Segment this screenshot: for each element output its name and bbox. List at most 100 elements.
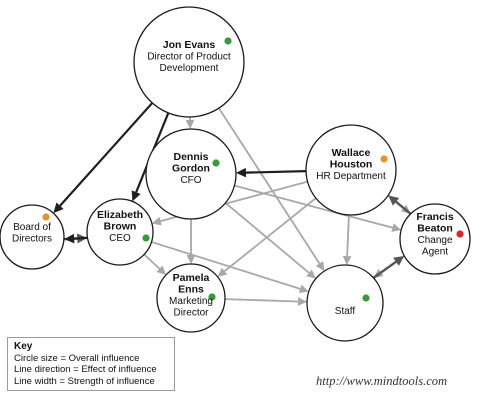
arrow-head bbox=[185, 119, 195, 130]
node-name: Houston bbox=[330, 159, 373, 171]
arrow-head bbox=[388, 195, 400, 206]
arrow-francis-to-wallace bbox=[388, 195, 412, 215]
node-role: Agent bbox=[422, 247, 448, 258]
legend-line-size: Circle size = Overall influence bbox=[14, 352, 140, 364]
arrow-elizabeth-to-staff bbox=[151, 241, 309, 294]
node-name: Elizabeth bbox=[97, 209, 143, 221]
node-name: Gordon bbox=[172, 163, 210, 175]
arrow-head bbox=[156, 265, 167, 275]
arrow-head bbox=[235, 167, 247, 178]
arrow-shaft bbox=[395, 200, 412, 215]
node-circle bbox=[86, 198, 154, 266]
node-circle bbox=[399, 203, 471, 275]
arrow-shaft bbox=[74, 236, 88, 240]
node-role: Board of bbox=[13, 222, 51, 233]
arrow-head bbox=[53, 202, 64, 214]
node-name: Brown bbox=[104, 221, 137, 233]
arrow-shaft bbox=[346, 214, 350, 257]
node-name: Enns bbox=[178, 284, 204, 296]
legend-line-direction: Line direction = Effect of influence bbox=[14, 364, 157, 375]
legend-key: Key Circle size = Overall influence Line… bbox=[7, 337, 175, 391]
arrow-shaft bbox=[59, 102, 154, 207]
node-role: Change bbox=[417, 235, 452, 246]
arrow-dennis-to-francis bbox=[234, 184, 402, 232]
arrow-wallace-to-staff bbox=[342, 214, 352, 266]
node-name: Dennis bbox=[173, 151, 208, 163]
arrow-head bbox=[298, 284, 309, 294]
node-name: Francis bbox=[416, 211, 454, 223]
legend-title: Key bbox=[14, 341, 33, 352]
arrow-pamela-to-staff bbox=[224, 297, 308, 306]
arrow-head bbox=[151, 216, 162, 226]
arrow-head bbox=[393, 256, 405, 266]
node-circle bbox=[305, 124, 397, 216]
arrow-shaft bbox=[245, 170, 307, 174]
node-role: Director bbox=[173, 308, 209, 319]
arrow-head bbox=[186, 255, 196, 264]
arrow-dennis-to-pamela bbox=[186, 219, 196, 264]
arrow-head bbox=[131, 190, 141, 202]
arrow-head bbox=[64, 233, 75, 244]
node-staff: Staff bbox=[306, 264, 384, 342]
arrow-head bbox=[315, 261, 325, 272]
node-circle bbox=[306, 264, 384, 342]
status-dot bbox=[224, 37, 232, 45]
arrow-jon-to-board bbox=[53, 102, 154, 214]
arrow-shaft bbox=[234, 184, 393, 229]
node-circle bbox=[0, 204, 65, 270]
status-dot bbox=[362, 294, 370, 302]
arrow-elizabeth-to-pamela bbox=[143, 253, 167, 275]
node-name: Jon Evans bbox=[163, 39, 216, 51]
node-role: Director of Product bbox=[147, 52, 231, 63]
arrow-head bbox=[342, 255, 352, 266]
status-dot bbox=[380, 155, 388, 163]
arrow-shaft bbox=[143, 253, 161, 270]
status-dot bbox=[212, 159, 220, 167]
arrow-shaft bbox=[224, 197, 317, 272]
node-name: Pamela bbox=[173, 272, 210, 284]
arrow-head bbox=[306, 269, 316, 279]
arrow-head bbox=[391, 223, 402, 232]
node-role: CEO bbox=[109, 233, 131, 244]
node-circle bbox=[156, 263, 226, 333]
node-circle bbox=[145, 128, 237, 220]
arrow-dennis-to-staff bbox=[224, 202, 316, 279]
watermark-url: http://www.mindtools.com bbox=[316, 374, 448, 388]
node-name: Wallace bbox=[332, 147, 371, 159]
arrow-wallace-to-pamela bbox=[217, 197, 317, 277]
arrow-shaft bbox=[151, 241, 301, 290]
arrow-wallace-to-dennis bbox=[235, 167, 307, 178]
node-role: Development bbox=[160, 63, 219, 74]
arrow-shaft bbox=[218, 107, 321, 265]
status-dot bbox=[208, 293, 216, 301]
node-circle bbox=[133, 6, 245, 118]
connections bbox=[53, 102, 412, 306]
node-role: HR Department bbox=[316, 171, 386, 182]
arrow-staff-to-francis bbox=[372, 256, 405, 279]
arrow-elizabeth-to-board bbox=[64, 233, 88, 244]
node-role: Directors bbox=[12, 234, 52, 245]
arrow-head bbox=[297, 297, 308, 306]
arrow-head bbox=[217, 267, 228, 277]
node-name: Beaton bbox=[417, 223, 453, 235]
node-role: Staff bbox=[335, 306, 356, 317]
node-role: Marketing bbox=[169, 296, 213, 307]
status-dot bbox=[456, 230, 464, 238]
node-role: CFO bbox=[180, 175, 201, 186]
arrow-shaft bbox=[372, 260, 397, 279]
status-dot bbox=[42, 213, 50, 221]
arrow-jon-to-staff bbox=[218, 107, 325, 272]
arrow-shaft bbox=[224, 298, 299, 303]
arrow-jon-to-dennis bbox=[185, 116, 195, 130]
legend-line-width: Line width = Strength of influence bbox=[14, 375, 155, 387]
